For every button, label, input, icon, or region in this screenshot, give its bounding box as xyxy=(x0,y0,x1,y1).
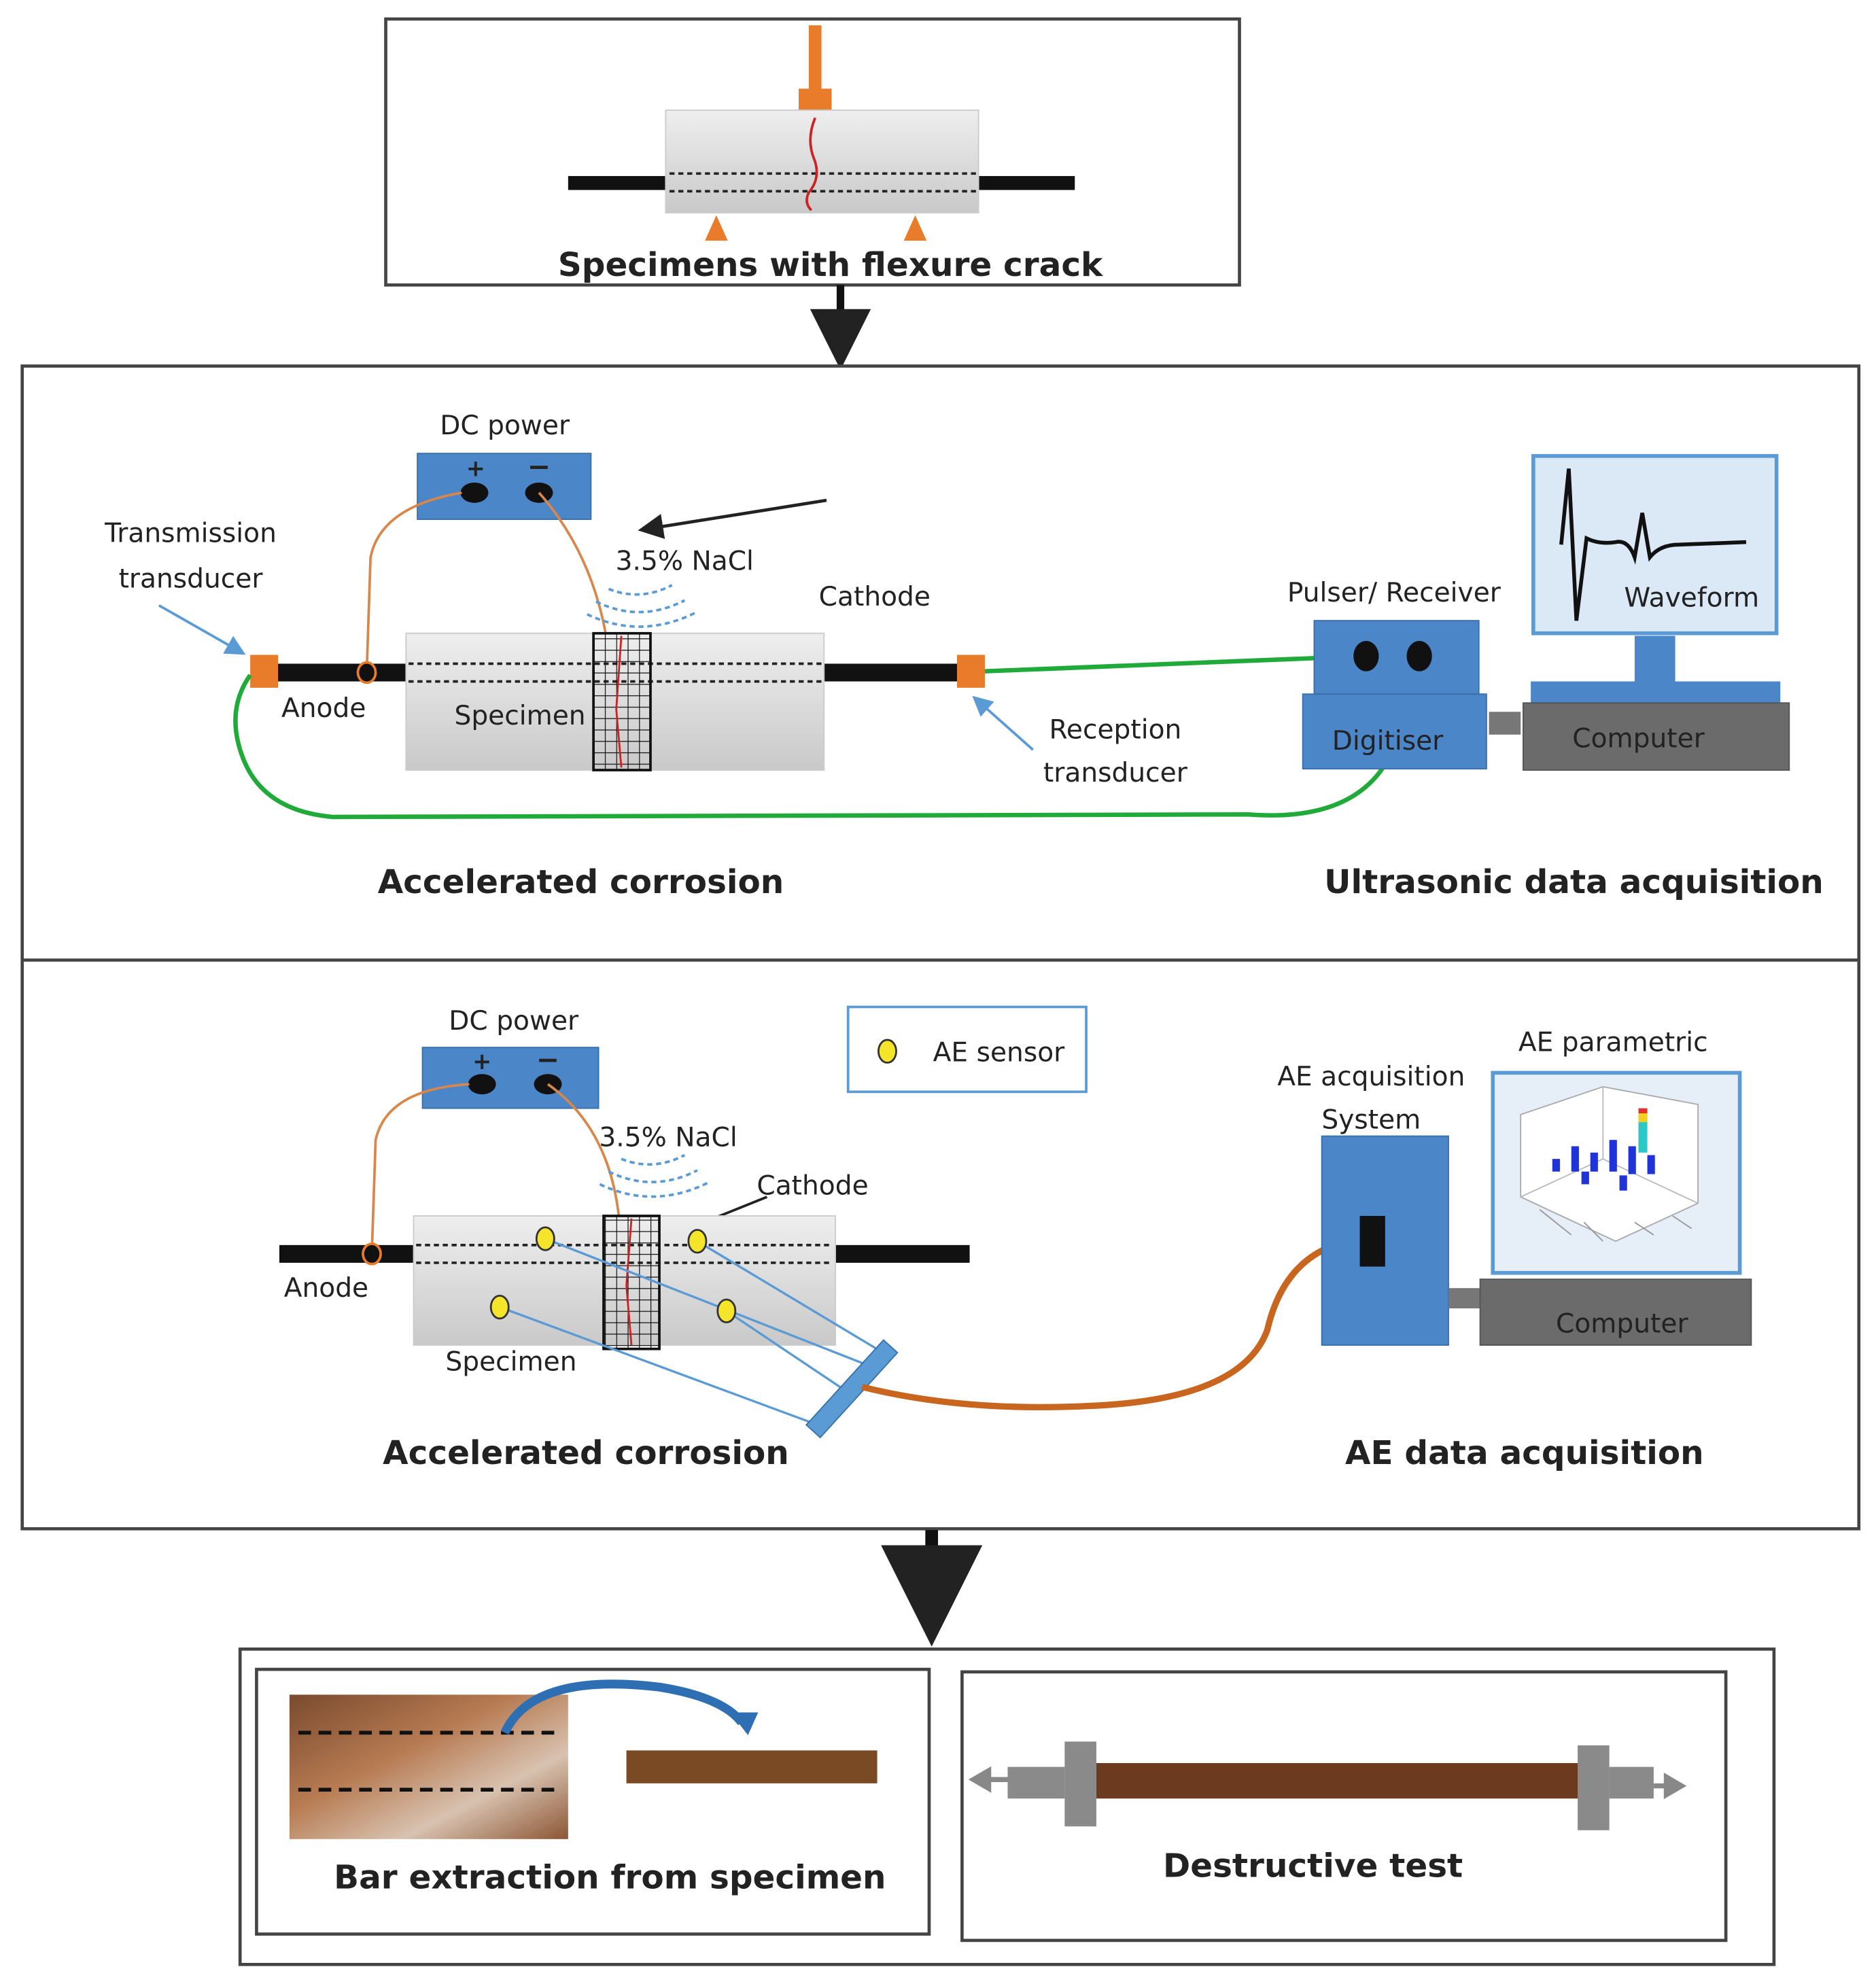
waveform-label: Waveform xyxy=(1624,583,1759,614)
digitiser-label: Digitiser xyxy=(1332,726,1444,756)
load-plunger xyxy=(808,25,822,92)
cathode-label: Cathode xyxy=(819,582,931,612)
crack xyxy=(805,117,818,211)
legend-label: AE sensor xyxy=(933,1038,1065,1068)
ultrasonic-caption: Ultrasonic data acquisition xyxy=(1324,863,1824,901)
ae-sensor xyxy=(535,1226,555,1251)
pulser-receiver xyxy=(1313,620,1480,695)
specimen-photo xyxy=(289,1694,568,1839)
acquisition-label: AE acquisition xyxy=(1277,1062,1465,1092)
ae-sensor xyxy=(716,1298,737,1323)
digitiser xyxy=(1302,693,1487,770)
reception-transducer xyxy=(956,655,985,688)
spray-waves xyxy=(587,584,696,628)
minus-sign: − xyxy=(536,1043,559,1076)
reception-label-2: transducer xyxy=(1043,758,1188,788)
anode-label: Anode xyxy=(284,1273,368,1304)
top-caption: Specimens with flexure crack xyxy=(558,246,1104,284)
dc-power-label: DC power xyxy=(449,1006,579,1036)
sensor-hub xyxy=(805,1339,899,1439)
post-test-section: Bar extraction from specimen Destructive… xyxy=(238,1647,1776,1966)
ae-caption: AE data acquisition xyxy=(1345,1434,1704,1472)
cathode-label: Cathode xyxy=(757,1170,868,1201)
dc-power-supply xyxy=(421,1047,600,1109)
ae-cable xyxy=(861,1235,1363,1411)
dc-power-supply xyxy=(417,453,592,520)
ae-3d-plot xyxy=(1520,1085,1699,1242)
ultrasonic-panel: DC power + − 3.5% NaCl Transmission tran… xyxy=(104,411,1824,901)
extraction-arrow xyxy=(500,1679,746,1735)
transmission-label: Transmission xyxy=(104,519,277,549)
corrosion-caption: Accelerated corrosion xyxy=(383,1434,789,1472)
cathode-mesh xyxy=(602,1215,661,1351)
specimen-label: Specimen xyxy=(454,701,585,731)
plus-sign: + xyxy=(466,455,485,482)
nacl-label: 3.5% NaCl xyxy=(616,546,754,577)
extracted-bar xyxy=(626,1750,878,1783)
minus-sign: − xyxy=(527,451,551,483)
anode-label: Anode xyxy=(281,693,366,724)
ae-sensor xyxy=(489,1294,510,1320)
destructive-caption: Destructive test xyxy=(1163,1847,1463,1885)
nacl-label: 3.5% NaCl xyxy=(599,1122,737,1153)
transmission-transducer xyxy=(250,655,279,688)
pull-arrow-right xyxy=(1653,1773,1687,1800)
corrosion-caption: Accelerated corrosion xyxy=(378,863,784,901)
cathode-mesh xyxy=(592,631,652,771)
computer xyxy=(1523,702,1790,771)
computer-label: Computer xyxy=(1572,723,1705,754)
dc-power-label: DC power xyxy=(440,411,570,441)
support-left xyxy=(705,215,728,241)
tested-bar xyxy=(1096,1763,1584,1799)
signal-cable xyxy=(984,654,1366,674)
support-right xyxy=(903,215,927,241)
extraction-caption: Bar extraction from specimen xyxy=(334,1859,886,1897)
pull-arrow-left xyxy=(968,1766,1008,1793)
beam-specimen xyxy=(665,109,979,214)
transmission-label-2: transducer xyxy=(119,564,264,595)
acquisition-label-2: System xyxy=(1321,1104,1421,1135)
flexure-crack-section: Specimens with flexure crack xyxy=(384,17,1241,287)
ae-panel: DC power + − AE sensor 3.5% NaCl Cathode xyxy=(279,1005,1752,1472)
ae-sensor xyxy=(687,1229,708,1254)
waveform-trace xyxy=(1559,468,1747,621)
plus-sign: + xyxy=(472,1048,491,1075)
ae-sensor-icon xyxy=(878,1039,897,1064)
pulser-label: Pulser/ Receiver xyxy=(1287,578,1501,608)
parametric-label: AE parametric xyxy=(1518,1028,1708,1058)
computer xyxy=(1479,1278,1752,1346)
specimen-label: Specimen xyxy=(445,1346,576,1377)
reception-label: Reception xyxy=(1049,714,1181,745)
computer-label: Computer xyxy=(1556,1308,1688,1339)
